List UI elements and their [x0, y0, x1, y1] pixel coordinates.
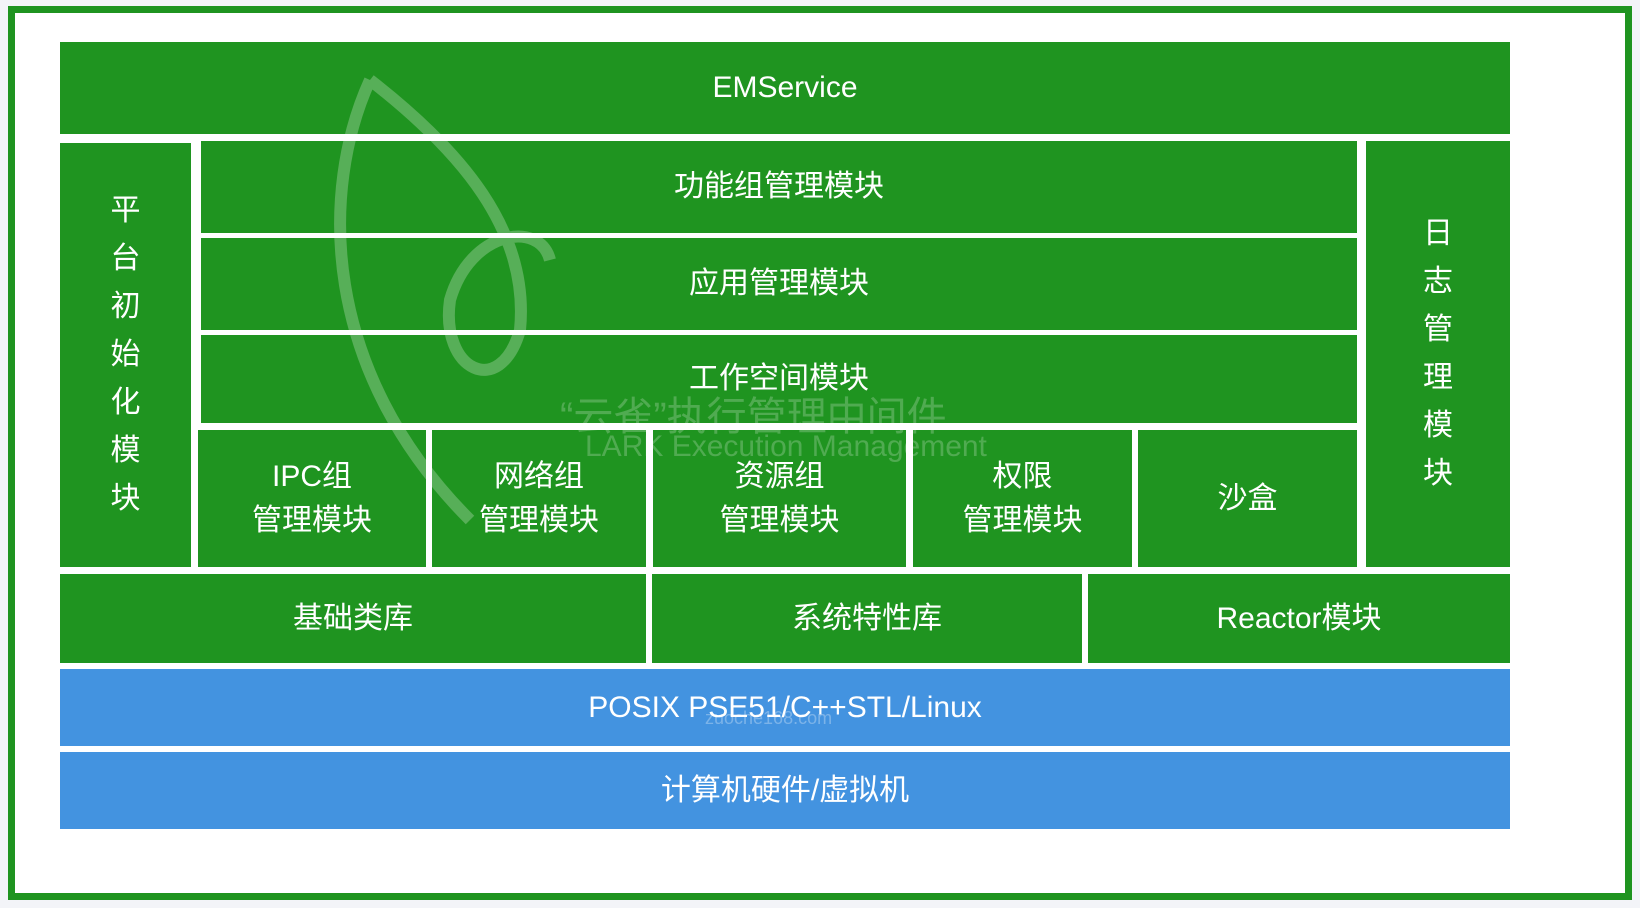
module-line1: 资源组 — [734, 460, 825, 493]
base-lib-label: 基础类库 — [293, 601, 413, 635]
base-library: 基础类库 — [60, 574, 646, 663]
log-management-label: 日志管理模块 — [1423, 217, 1453, 490]
hardware-layer: 计算机硬件/虚拟机 — [60, 752, 1510, 829]
sandbox-module: 沙盒 — [1138, 430, 1357, 567]
module-line2: 管理模块 — [252, 503, 372, 537]
module-line2: 管理模块 — [479, 503, 599, 537]
posix-layer: POSIX PSE51/C++STL/Linux — [60, 669, 1510, 746]
platform-init-label: 平台初始化模块 — [110, 194, 141, 515]
permission-module: 权限管理模块 — [913, 430, 1132, 567]
row-label: 功能组管理模块 — [674, 170, 884, 204]
base-lib-label: 系统特性库 — [792, 601, 942, 635]
emservice-box: EMService — [60, 42, 1510, 134]
posix-label: POSIX PSE51/C++STL/Linux — [588, 690, 982, 724]
module-line2: 管理模块 — [719, 503, 840, 537]
function-group-module: 功能组管理模块 — [201, 141, 1357, 233]
reactor-module: Reactor模块 — [1088, 574, 1510, 663]
row-label: 应用管理模块 — [689, 267, 869, 301]
emservice-label: EMService — [712, 71, 858, 105]
base-lib-label: Reactor模块 — [1216, 601, 1382, 635]
module-line1: 权限 — [992, 460, 1053, 493]
module-line1: 网络组 — [494, 460, 584, 493]
network-group-module: 网络组管理模块 — [432, 430, 646, 567]
row-label: 工作空间模块 — [689, 362, 869, 396]
module-line2: 管理模块 — [962, 503, 1083, 537]
application-module: 应用管理模块 — [201, 238, 1357, 330]
ipc-group-module: IPC组管理模块 — [198, 430, 426, 567]
hardware-label: 计算机硬件/虚拟机 — [660, 773, 910, 807]
module-line1: 沙盒 — [1217, 481, 1278, 515]
workspace-module: 工作空间模块 — [201, 335, 1357, 423]
system-feature-library: 系统特性库 — [652, 574, 1082, 663]
resource-group-module: 资源组管理模块 — [653, 430, 906, 567]
platform-init-module: 平台初始化模块 — [60, 143, 191, 567]
log-management-module: 日志管理模块 — [1366, 141, 1510, 567]
module-line1: IPC组 — [271, 460, 352, 493]
